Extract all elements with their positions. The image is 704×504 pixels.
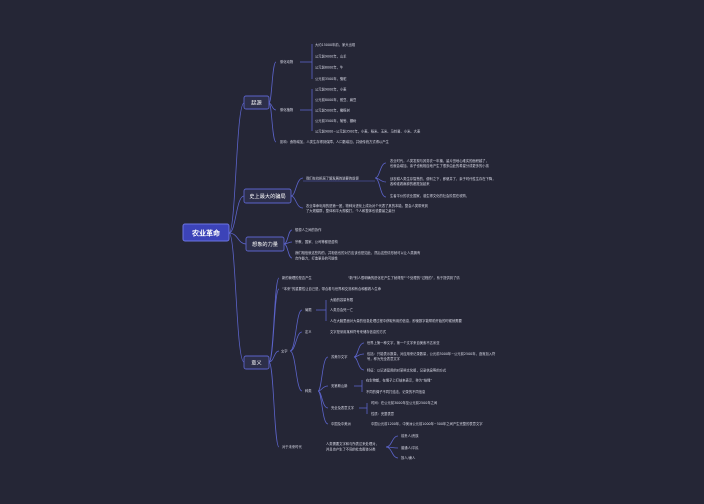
- andes-item: 在生物都，在绳子上打结来表示，称为“结绳”: [366, 378, 432, 383]
- fraud-point: 我们在抗拒原了解发展的进要的前提: [306, 176, 359, 181]
- imagination-item: 合作能力，打造更多的可能性: [295, 256, 339, 261]
- plants-label: 驯化植物: [280, 107, 294, 112]
- china-item: 中国公元前1200年，中美洲公元前1000年~500年之间产生完整的表意文字: [371, 421, 483, 426]
- sumer-item: 号，称为完全表意文字: [367, 356, 401, 361]
- animals-label: 驯化动物: [280, 59, 294, 64]
- limits-item: 人类总会死一亡: [330, 307, 354, 312]
- class-item: 普通人/平民: [401, 445, 419, 450]
- ideogram-label: 完全及表意文字: [331, 405, 355, 410]
- fraud-subpoint: 也就会增加。亲子也就相应地产生了很多由此的希望分成更多的小孩: [390, 163, 490, 168]
- fraud-subpoint: 战农耕人类生存智慧的，便利之下，即便并了，亲子时代性生存在下降，: [390, 176, 496, 181]
- branch-meaning[interactable]: 意义: [243, 355, 270, 370]
- fraud-subpoint: 农业时代，人类发现与其务农一年播，留片田地心维实的面积越了，: [390, 158, 489, 163]
- future-label: 对于未来时代: [282, 444, 302, 449]
- animal-item: 公元前9000年，山羊: [315, 54, 347, 59]
- class-item: 前贵人/贵族: [401, 433, 419, 438]
- connectors: [228, 44, 399, 459]
- meaning-item: “本来”的重要性让自己是，带合着与世界和交流和有合和都着人生命: [282, 286, 382, 291]
- sumer-item: 世界上第一种文字，第一个文字来自美索不达米亚: [367, 340, 440, 345]
- meaning-item: 新的管理的是否产生: [282, 275, 312, 280]
- root-label: 农业革命: [191, 229, 221, 238]
- sumer-item: 包括：只能表示数量，对应用来记录数量，公元前3000年~公元前2500年，逐渐加…: [367, 351, 496, 356]
- branch-imagination[interactable]: 想象的力量: [245, 236, 285, 252]
- branch-fraud-label: 史上最大的骗局: [249, 192, 285, 200]
- branch-origin[interactable]: 起源: [243, 95, 270, 110]
- plant-item: 公元前9000~公元前3500年，小麦、稻米、玉米、马铃薯、小米、大麦: [315, 129, 421, 134]
- fraud-point: 了大规模群，整体和平大规模打，个人和整体也说要最之最分: [306, 208, 396, 213]
- fraud-point: 农业革命利用的是第一团，物种对进化上成功对个代表了其的本能。整会人类带来到: [306, 203, 428, 208]
- define-label: 定义: [305, 329, 312, 334]
- sumer-item: 特征：以记述是用的对某些文化组，记录信息等的方式: [367, 368, 447, 373]
- limits-label: 局限: [305, 307, 312, 312]
- limits-item: 大脑的容量有限: [330, 297, 354, 302]
- fraud-subpoint: 生者平价的农业国家，诞生得文化的社会阶层在收购，: [390, 193, 469, 198]
- define-item: 文字是采用某种符号来储存信息的方式: [330, 329, 387, 334]
- animal-item: 公元前8000年，牛: [315, 65, 344, 70]
- types-label: 种类: [305, 388, 312, 393]
- animal-item: 大约15000年前，家犬出现: [315, 42, 356, 47]
- branch-origin-label: 起源: [251, 99, 262, 107]
- branch-meaning-label: 意义: [251, 359, 261, 367]
- sumer-label: 苏美尔文字: [331, 354, 348, 359]
- branch-imagination-label: 想象的力量: [252, 240, 278, 248]
- fraud-subpoint: 各种准着麻痹的都是加起来: [390, 181, 430, 186]
- ideogram-item: 时间：在公元前3000年至公元前2500年之间: [371, 400, 437, 405]
- branch-fraud[interactable]: 史上最大的骗局: [243, 188, 292, 204]
- future-text: 人类需要文字和与所表达来处理对，: [326, 441, 379, 446]
- plant-item: 公元前3500年，葡萄、棚树: [315, 118, 357, 123]
- meaning-item-note: "新"别人很明确的进化在产生了就得是""个处理的“过程的”，系于提供到了情: [348, 275, 460, 280]
- origin-impact: 影响：食物增加，人类生存得到保障，人口数增加，并使传统方式得以产生: [280, 139, 389, 144]
- root-node[interactable]: 农业革命: [182, 223, 230, 242]
- imagination-item: 宗教、国家、公司等都是虚构: [295, 239, 339, 244]
- future-text: 并且也产生了不同的社会群体分类: [326, 447, 376, 452]
- andes-item: 不同的绳子不同打结法，记录的不同信息: [366, 389, 426, 394]
- china-label: 中国及中美洲: [331, 421, 351, 426]
- plant-item: 公元前9000年，小麦: [315, 87, 347, 92]
- class-item: 奴人/隶人: [401, 455, 416, 460]
- ideogram-item: 性质：完整表意: [371, 411, 395, 416]
- plant-item: 公元前5000年，橄榄树: [315, 108, 350, 113]
- imagination-item: 我们相信就这些构的，并相信也的对方应该也是如此，然后这些情形就可以让人类拥有: [295, 250, 421, 255]
- andes-label: 安第斯山脉: [331, 383, 348, 388]
- plant-item: 公元前8000年，豌豆、扁豆: [315, 97, 357, 102]
- imagination-item: 想想人之间的协作: [295, 227, 322, 232]
- animal-item: 公元前3500年，骆驼: [315, 76, 347, 81]
- writing-label: 文字: [281, 349, 288, 354]
- limits-item: 人在大脑里面对大量的信息处理过程中获取有用的信息，即使数字能帮助开始的时候就需要: [330, 318, 463, 323]
